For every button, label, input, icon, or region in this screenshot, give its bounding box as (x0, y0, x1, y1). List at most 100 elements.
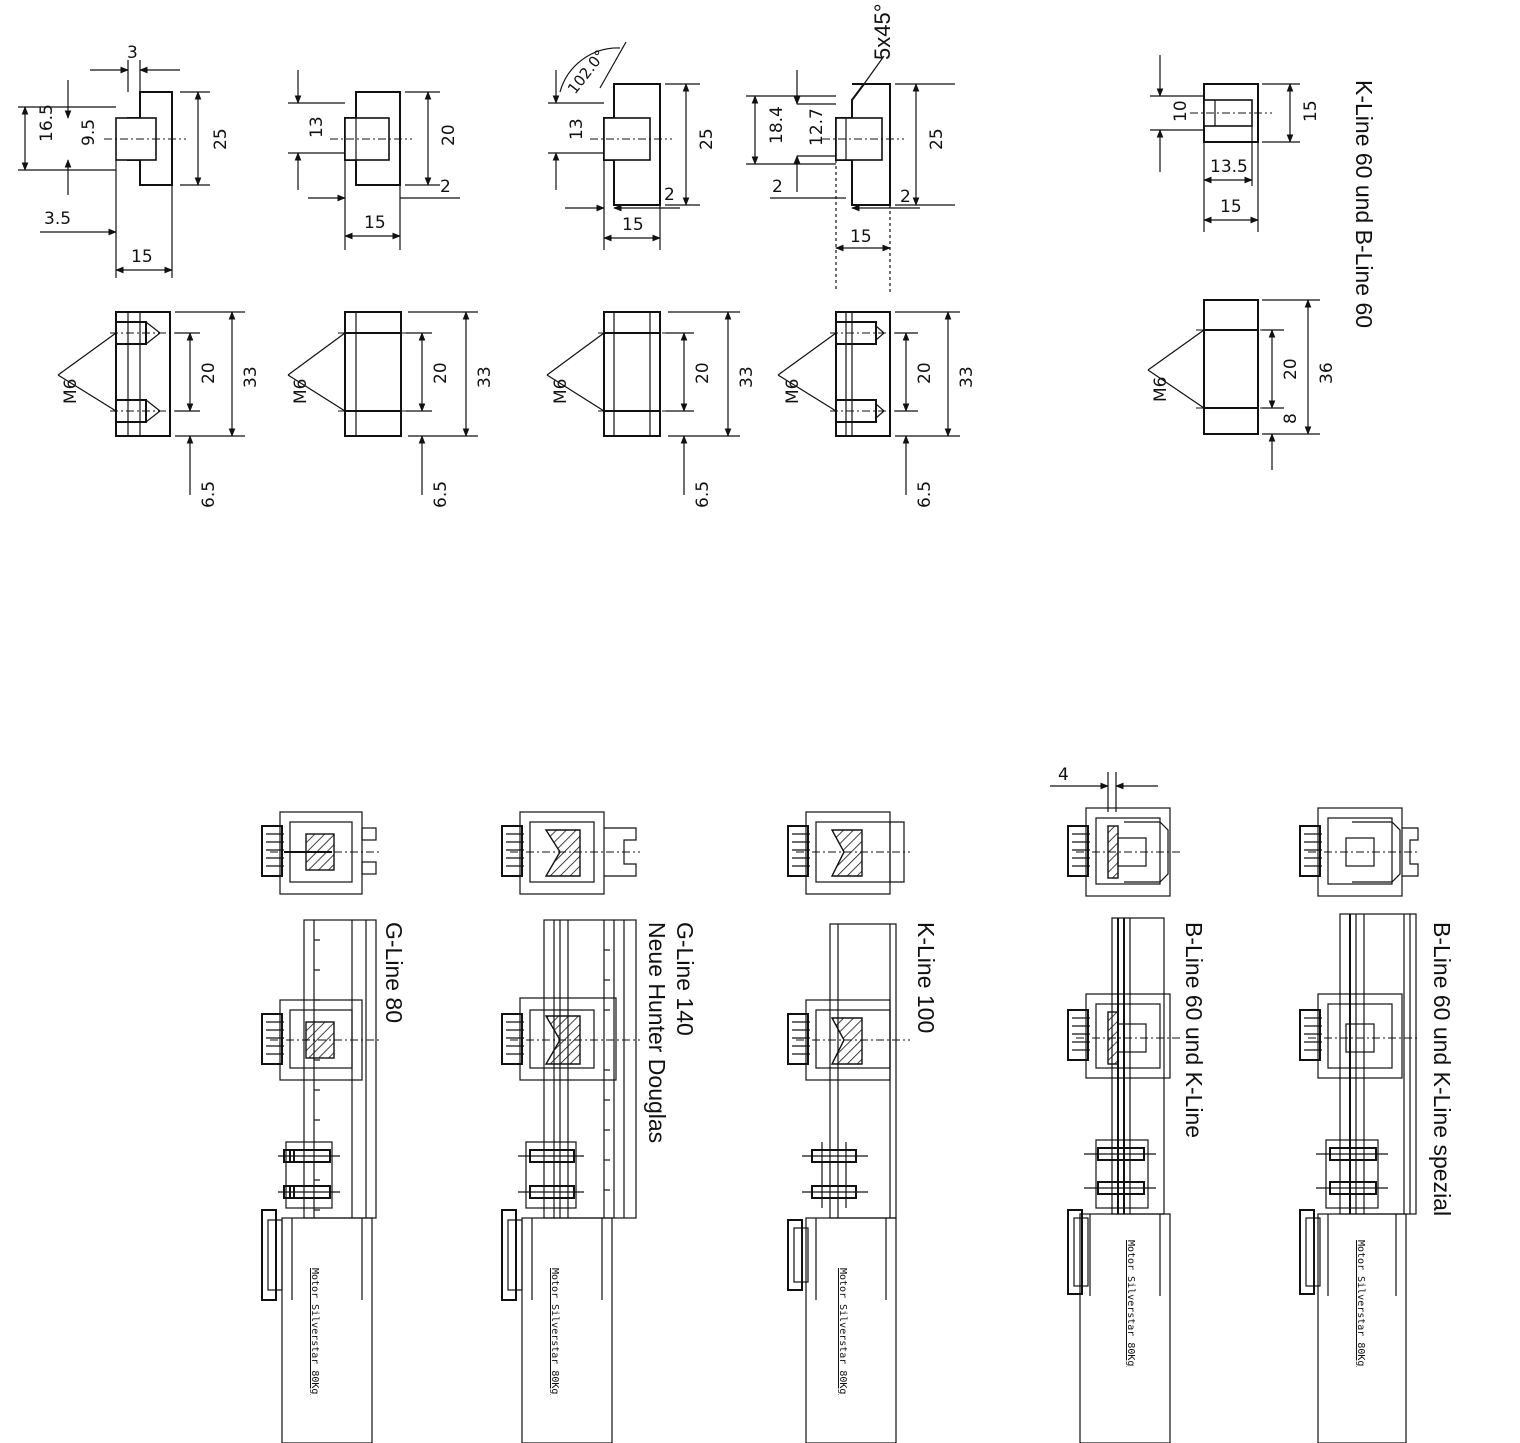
p4-hole-20: 20 (915, 362, 935, 384)
a4-brackets (1084, 1139, 1156, 1209)
p4-dim-chamfer: 5x45° (870, 3, 895, 60)
a4-rail-side (1111, 917, 1165, 1215)
assembly-2: Motor Silverstar 80Kg G-Line 140 Neue Hu… (501, 811, 698, 1443)
assembly-4: 4 (1050, 765, 1207, 1443)
a3-rail-side (829, 923, 897, 1219)
a2-label-line1: G-Line 140 (672, 922, 698, 1036)
p2-dim-2: 2 (440, 177, 451, 197)
a2-motor-label: Motor Silverstar 80Kg (549, 1268, 560, 1394)
a4-motor: Motor Silverstar 80Kg (1067, 1209, 1171, 1443)
a1-motor: Motor Silverstar 80Kg (261, 1209, 373, 1443)
p2-hole-20: 20 (431, 362, 451, 384)
profile-4-plan: M6 20 33 6.5 (777, 311, 977, 508)
p4-dim-12-7: 12.7 (807, 108, 827, 146)
a4-label-line1: B-Line 60 und K-Line (1181, 922, 1207, 1138)
p5-dim-13-5: 13.5 (1210, 157, 1248, 177)
p1-dim-25: 25 (211, 128, 231, 150)
p3-dim-13: 13 (567, 118, 587, 140)
p5-hole-20: 20 (1281, 358, 1301, 380)
p4-bolt: M6 (783, 379, 803, 404)
p2-dim-20: 20 (439, 124, 459, 146)
a5-rail-side (1339, 913, 1417, 1215)
p2-dim-15: 15 (364, 213, 386, 233)
profile-1-section: 3 16.5 9.5 25 3.5 15 (18, 43, 231, 278)
p4-dim-15: 15 (850, 227, 872, 247)
p1-bolt: M6 (61, 379, 81, 404)
p4-dim-2-right: 2 (900, 187, 911, 207)
p1-dim-3-5: 3.5 (44, 209, 71, 229)
a5-label-line1: B-Line 60 und K-Line spezial (1429, 922, 1455, 1216)
a3-end-section (787, 811, 910, 895)
p1-hole-6-5: 6.5 (199, 481, 219, 508)
profile-2-plan: M6 20 33 6.5 (287, 311, 495, 508)
a5-brackets (1316, 1139, 1388, 1209)
p3-hole-20: 20 (693, 362, 713, 384)
p3-dim-angle: 102.0° (564, 47, 609, 98)
a2-brackets (518, 1141, 584, 1209)
profile-5-section: 10 15 13.5 15 (1150, 55, 1321, 232)
a2-end-section (501, 811, 640, 895)
a4-motor-label: Motor Silverstar 80Kg (1125, 1240, 1136, 1366)
a5-carriage (1299, 993, 1420, 1079)
profile-3-plan: M6 20 33 6.5 (546, 311, 757, 508)
p1-dim-15: 15 (131, 247, 153, 267)
p3-dim-25: 25 (697, 128, 717, 150)
a1-rail-side (303, 919, 377, 1219)
a1-brackets (278, 1141, 340, 1209)
assembly-1: Motor Silverstar 80Kg G-Line 80 (261, 811, 407, 1443)
assembly-5: Motor Silverstar 80Kg B-Line 60 und K-Li… (1299, 807, 1455, 1443)
a3-carriage (787, 999, 910, 1081)
a5-end-section (1299, 807, 1420, 897)
a1-motor-label: Motor Silverstar 80Kg (309, 1268, 320, 1394)
a5-motor-label: Motor Silverstar 80Kg (1355, 1240, 1366, 1366)
p2-bolt: M6 (291, 379, 311, 404)
a5-motor: Motor Silverstar 80Kg (1299, 1209, 1407, 1443)
assembly-3: Motor Silverstar 80Kg K-Line 100 (787, 811, 939, 1443)
a2-motor: Motor Silverstar 80Kg (501, 1209, 613, 1443)
p5-dim-10: 10 (1171, 100, 1191, 122)
a2-label-line2: Neue Hunter Douglas (644, 922, 670, 1143)
p2-dim-13: 13 (307, 116, 327, 138)
p4-hole-6-5: 6.5 (915, 481, 935, 508)
a4-end-section (1067, 807, 1180, 897)
a2-rail-side (543, 919, 637, 1219)
p4-dim-2-left: 2 (772, 177, 783, 197)
a1-end-section (261, 811, 380, 895)
p1-dim-9-5: 9.5 (79, 119, 99, 146)
p3-hole-6-5: 6.5 (693, 481, 713, 508)
p5-bolt: M6 (1151, 377, 1171, 402)
p5-hole-8: 8 (1281, 413, 1301, 424)
a4-carriage (1067, 993, 1180, 1079)
p3-dim-15: 15 (622, 215, 644, 235)
profile-2-section: 13 20 2 15 (288, 70, 460, 250)
a2-carriage (501, 997, 640, 1081)
p1-hole-33: 33 (241, 366, 261, 388)
p3-hole-33: 33 (737, 366, 757, 388)
p5-label: K-Line 60 und B-Line 60 (1351, 80, 1377, 328)
a1-label-line1: G-Line 80 (381, 922, 407, 1023)
p5-dim-15b: 15 (1220, 197, 1242, 217)
a3-motor: Motor Silverstar 80Kg (787, 1217, 897, 1443)
p1-dim-3: 3 (127, 43, 138, 63)
a3-label-line1: K-Line 100 (913, 922, 939, 1033)
p2-hole-6-5: 6.5 (431, 481, 451, 508)
p4-dim-25: 25 (927, 128, 947, 150)
profile-5-plan: M6 20 36 8 (1147, 299, 1337, 470)
a3-motor-label: Motor Silverstar 80Kg (837, 1268, 848, 1394)
profile-4-section: 5x45° 18.4 12.7 25 2 2 15 (746, 3, 955, 292)
p5-hole-36: 36 (1317, 362, 1337, 384)
a4-dim-4: 4 (1058, 765, 1069, 785)
p5-dim-15: 15 (1301, 100, 1321, 122)
p3-dim-2: 2 (664, 185, 675, 205)
a1-carriage (261, 999, 380, 1081)
a3-brackets (802, 1142, 868, 1208)
p4-dim-18-4: 18.4 (767, 106, 787, 144)
profile-3-section: 102.0° 13 25 2 15 (548, 41, 717, 250)
a4-dimension: 4 (1050, 765, 1158, 812)
profile-1-plan: M6 20 33 6.5 (57, 311, 261, 508)
p1-dim-16-5: 16.5 (37, 104, 57, 142)
p4-hole-33: 33 (957, 366, 977, 388)
p2-hole-33: 33 (475, 366, 495, 388)
p3-bolt: M6 (551, 379, 571, 404)
